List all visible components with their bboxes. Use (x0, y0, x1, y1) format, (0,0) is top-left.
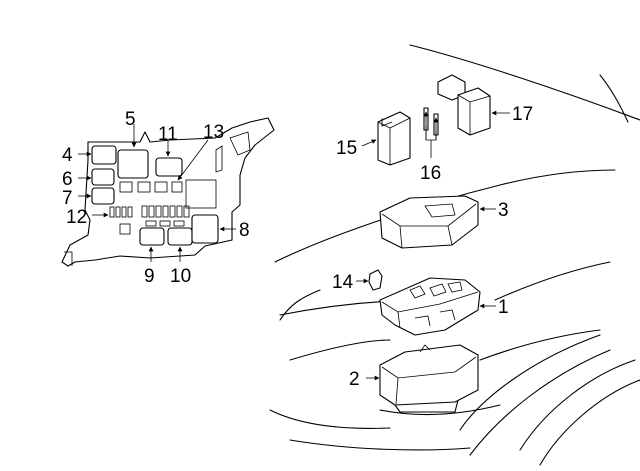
relay-part-17 (437, 74, 491, 136)
callout-1: 1 (498, 297, 509, 318)
callout-7: 7 (62, 188, 73, 209)
callout-13: 13 (203, 122, 224, 143)
callout-12: 12 (66, 207, 87, 228)
callout-3: 3 (498, 200, 509, 221)
fuse-box-cover-part-3 (379, 195, 479, 249)
relay-part-15 (377, 111, 411, 166)
callout-17: 17 (512, 104, 533, 125)
fuse-box-part-1 (379, 277, 481, 336)
leader-lines (78, 110, 510, 381)
lower-case-part-2 (379, 344, 479, 406)
fuse-puller-part-14 (368, 269, 383, 291)
body-outline (269, 44, 640, 466)
callout-4: 4 (62, 145, 73, 166)
callout-14: 14 (332, 272, 354, 293)
callout-16: 16 (420, 163, 441, 184)
callout-10: 10 (170, 266, 191, 287)
callout-6: 6 (62, 169, 73, 190)
callout-8: 8 (239, 220, 250, 241)
callout-5: 5 (125, 109, 136, 130)
callout-2: 2 (349, 369, 360, 390)
callout-11: 11 (158, 124, 178, 145)
callout-9: 9 (144, 266, 155, 287)
callout-labels: 5 11 13 4 6 7 12 8 9 10 15 16 17 3 14 1 … (62, 104, 533, 390)
callout-15: 15 (336, 138, 357, 159)
